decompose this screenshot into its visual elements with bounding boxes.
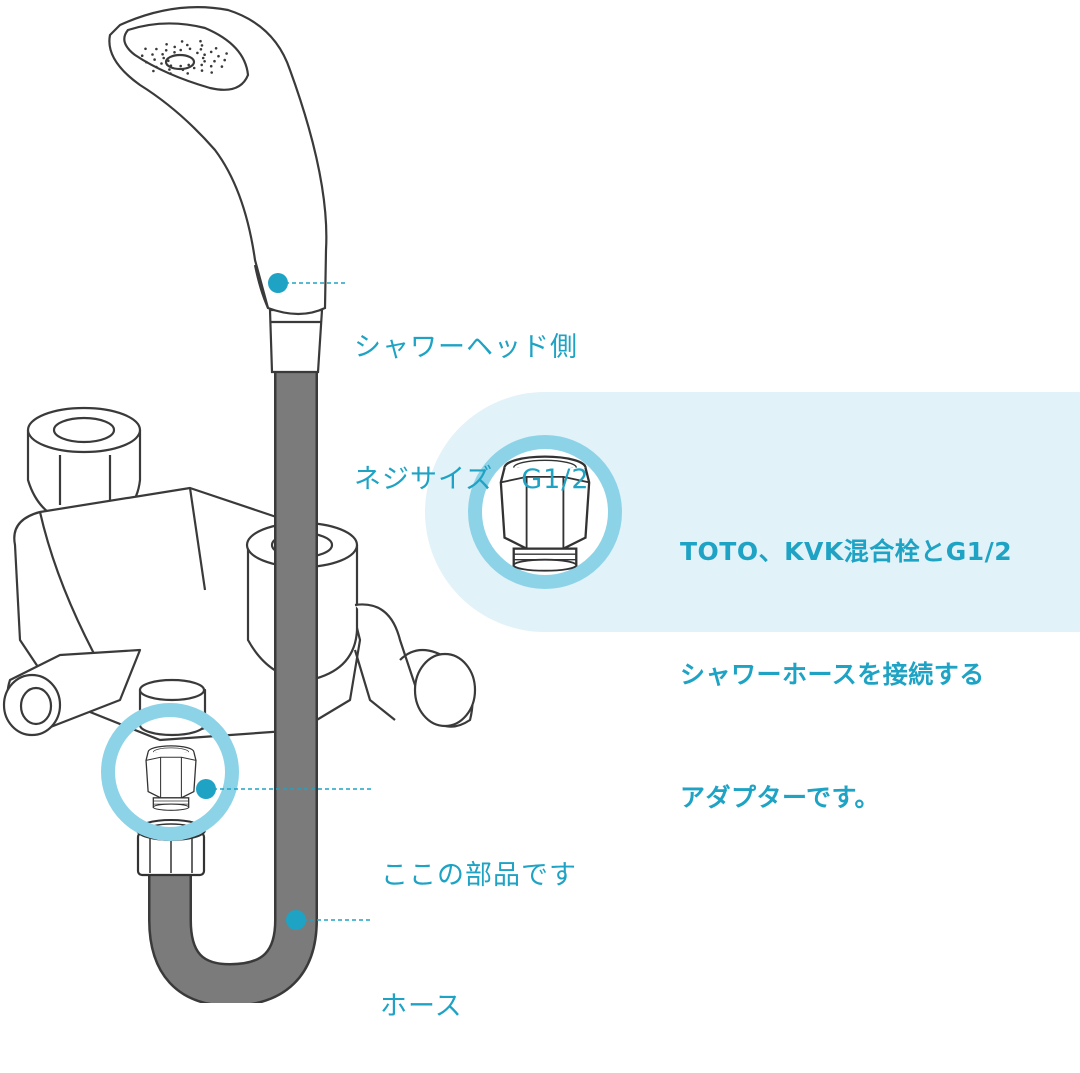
spray-dot xyxy=(144,47,147,51)
spray-nozzle-dots xyxy=(140,39,228,75)
info-box-line1: TOTO、KVK混合栓とG1/2 xyxy=(680,537,1013,566)
spray-dot xyxy=(179,48,182,52)
highlight-ring xyxy=(101,703,239,841)
spray-dot xyxy=(214,47,218,50)
spray-dot xyxy=(196,51,199,55)
showerhead-callout: シャワーヘッド側 ネジサイズ G1/2 xyxy=(354,238,590,546)
showerhead-callout-line1: シャワーヘッド側 xyxy=(354,332,578,363)
spray-dot xyxy=(173,45,176,49)
spray-dot xyxy=(140,54,144,57)
spray-dot xyxy=(152,69,155,73)
spray-dot xyxy=(181,68,185,72)
spray-dot xyxy=(200,44,204,47)
spray-dot xyxy=(169,64,173,67)
mixing-faucet-icon xyxy=(2,406,477,742)
shower-head-icon xyxy=(108,6,328,374)
callout-leader-part xyxy=(196,779,372,799)
spray-dot xyxy=(160,62,163,65)
spray-dot xyxy=(168,68,171,71)
hose-callout: ホース xyxy=(380,897,463,1073)
adapter-nut-icon xyxy=(145,745,197,811)
spray-dot xyxy=(192,66,196,70)
info-box-line3: アダプターです。 xyxy=(680,783,881,812)
spray-dot xyxy=(179,64,182,68)
spray-dot xyxy=(210,71,213,74)
spray-dot xyxy=(220,65,224,68)
hose-callout-text: ホース xyxy=(380,991,463,1022)
spray-dot xyxy=(155,47,158,51)
spray-dot xyxy=(217,54,220,58)
spray-dot xyxy=(186,72,189,75)
spray-dot xyxy=(165,43,168,46)
spray-dot xyxy=(180,40,184,43)
part-callout: ここの部品です xyxy=(381,766,577,942)
part-callout-text: ここの部品です xyxy=(381,860,577,891)
spray-dot xyxy=(225,52,228,55)
spray-dot xyxy=(200,63,203,67)
spray-dot xyxy=(164,49,168,52)
spray-dot xyxy=(199,39,202,43)
spray-dot xyxy=(145,60,148,64)
spray-dot xyxy=(199,48,203,51)
spray-dot xyxy=(153,58,156,61)
spray-dot xyxy=(186,43,189,47)
callout-leader-showerhead xyxy=(268,273,345,293)
spray-dot xyxy=(200,69,204,72)
spray-dot xyxy=(151,53,154,56)
spray-dot xyxy=(169,72,172,75)
spray-dot xyxy=(223,58,226,62)
faucet-diagram xyxy=(2,6,1080,1003)
spray-dot xyxy=(203,53,206,56)
info-box-line2: シャワーホースを接続する xyxy=(680,660,985,689)
spray-dot xyxy=(209,64,213,68)
spray-dot xyxy=(201,56,205,60)
spray-dot xyxy=(209,50,213,54)
spray-dot xyxy=(155,65,158,69)
spray-dot xyxy=(167,59,170,63)
info-box-text: TOTO、KVK混合栓とG1/2 シャワーホースを接続する アダプターです。 xyxy=(680,449,1012,859)
spray-dot xyxy=(161,53,164,56)
spray-dot xyxy=(213,59,216,63)
showerhead-callout-line2: ネジサイズ G1/2 xyxy=(354,464,590,495)
spray-dot xyxy=(187,63,190,67)
spray-dot xyxy=(162,56,165,60)
spray-dot xyxy=(188,47,192,51)
spray-dot xyxy=(173,51,176,54)
callout-leader-hose xyxy=(286,910,370,930)
spray-dot xyxy=(203,60,206,63)
